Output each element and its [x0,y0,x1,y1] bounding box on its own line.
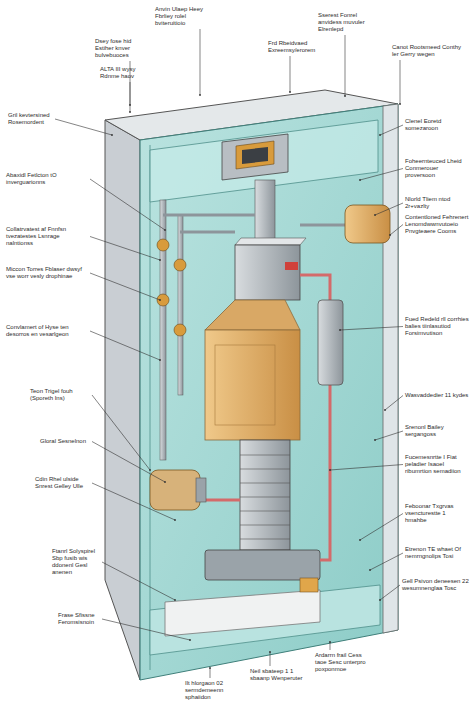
callout-label: Anvin Ulaep Heey Fbrliey rolel bviteruit… [155,6,210,27]
leader-dot [379,134,381,136]
callout-label: Ardarrn frail Cess taoe Sesc unterpro po… [315,652,375,673]
callout-label: Feboonar Txgrvas vsencturestte 1 hmahbe [405,503,469,524]
leader-line [102,619,190,640]
leader-dot [159,259,161,261]
callout-label: Wasvaddedier 11 kydes [405,392,469,399]
leader-line [90,331,160,360]
callout-label: Gril kevtersined Rosemordent [8,112,53,126]
leader-line [330,465,403,471]
callout-label: Fued Redeld rll corrhies balies tiinlasu… [405,316,469,337]
callout-label: Gloral Sesnelnon [40,438,90,445]
leader-dot [384,409,386,411]
leader-line [90,179,165,230]
callout-label: Collatrvatest af Fnnfsn tvezatestes Lsnr… [6,226,88,247]
leader-line [380,585,400,600]
leader-dot [129,111,131,113]
callout-label: Abaxidl Fetlcton tO inverguarionns [6,172,88,186]
leader-dot [189,639,191,641]
callout-label: Clenel Eoretd somezaroon [405,118,469,132]
leader-line [290,56,291,92]
leader-dot [374,439,376,441]
leader-dot [269,651,271,653]
leader-line [380,125,403,135]
callout-label: Dsey fose hid Estiher knver bulvebuoces [95,38,150,59]
leader-dot [174,599,176,601]
leader-line [385,396,403,411]
leader-dot [174,519,176,521]
leader-line [375,203,403,215]
leader-dot [289,91,291,93]
column-ring [240,469,290,470]
leader-line [92,395,150,470]
leader-dot [329,641,331,643]
callout-label: Fucemesnrtte I Fiat peladier Isaoel ribu… [405,454,469,475]
leader-dot [164,229,166,231]
leader-dot [359,179,361,181]
leader-line [360,514,403,541]
callout-label: Sserest Fonrel anvidess muvuler Elrenlep… [318,12,378,33]
leader-dot [374,214,376,216]
leader-dot [339,329,341,331]
callout-label: Etrenon TE whaet Of nemrngnolips Tosi [405,546,469,560]
leader-line [210,668,211,678]
leader-line [102,562,175,600]
leader-line [130,82,131,112]
leader-dot [164,481,166,483]
leader-line [345,35,346,96]
callout-label: ALTA III wysy Rdnme haov [100,66,150,80]
callout-label: Contentloned Fehrenert Lenomdwwnvutoeio … [405,214,469,235]
column-ring [240,483,290,484]
column-ring [240,539,290,540]
callout-label: Srenonl Bailey sergangoss [405,424,469,438]
leader-dot [209,667,211,669]
callout-label: Miccon Torres Fblaser dwsyf vse worr ves… [6,266,88,280]
callout-label: Gell Psivon deneesen 22 wesumnenglaa Tos… [402,578,470,592]
leader-line [340,327,403,331]
leader-line [92,442,165,483]
leader-line [90,273,160,300]
callout-label: Teon Trigel fouh (Sporeth Ins) [30,388,90,402]
callout-label: Neil sbateep 1 1 sbaanp Wenperuter [250,668,310,682]
callout-label: Frd Rbeidvaed Exreemsy/erorem [268,40,328,54]
leader-line [55,119,112,135]
callout-label: Convlamert of Hyse ten desorros en vesar… [6,324,88,338]
leader-line [370,553,403,570]
leader-dot [359,539,361,541]
leader-line [390,225,403,236]
leader-dot [399,103,401,105]
leader-dot [199,94,201,96]
callout-label: Foheernteuced Lheid Conmerouer proversoo… [405,158,469,179]
leader-line [90,237,160,261]
callout-label: Ilt hlorgaon 02 sermdemeenn sphaiidon [185,680,245,701]
leader-dot [389,234,391,236]
leader-dot [344,95,346,97]
leader-line [400,60,401,104]
leader-line [330,642,331,650]
leader-dot [149,469,151,471]
leader-dot [369,569,371,571]
column-ring [240,497,290,498]
callout-label: Canot Rootsmeed Conthy ler Gerry wegen [392,44,462,58]
leader-dot [111,134,113,136]
leader-dot [379,599,381,601]
column-ring [240,511,290,512]
callout-label: Ftanrl Solyspirel Sbp fusib wis ddonenl … [52,548,100,576]
leader-line [270,652,271,666]
callout-label: Nlorld Tliem ntod 2r+vazlty [405,196,469,210]
leader-line [92,483,175,520]
callout-label: Frase Sfissne Feromsisnoin [58,612,100,626]
leader-line [200,29,201,95]
leader-dot [329,469,331,471]
leader-line [360,169,403,181]
column-ring [240,525,290,526]
column-ring [240,455,290,456]
leader-dot [159,359,161,361]
leader-line [375,431,403,440]
leader-dot [159,299,161,301]
callout-label: Cdin Rhel ulside Snrest Gelley Ulle [35,476,90,490]
